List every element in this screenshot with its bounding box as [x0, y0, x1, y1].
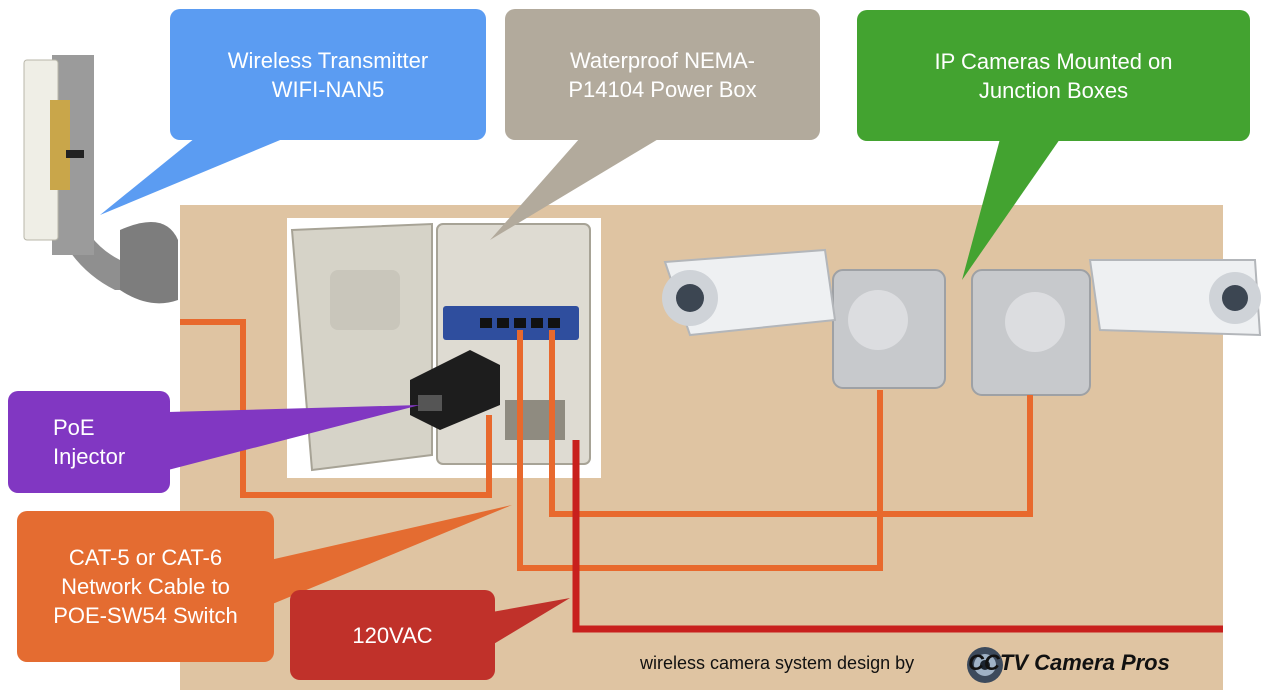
poe-injector-callout: PoE Injector	[8, 391, 170, 493]
power-callout-pointer	[492, 598, 570, 645]
cameras-callout-pointer	[962, 139, 1060, 280]
wireless-callout-line-2: WIFI-NAN5	[271, 76, 385, 102]
credit-text: wireless camera system design by	[640, 652, 915, 673]
wireless-transmitter-image	[23, 55, 179, 304]
wireless-callout-pointer	[100, 138, 285, 215]
poe-switch-image	[443, 306, 579, 340]
poe-callout-line-2: Injector	[53, 444, 126, 469]
power-callout-line-1: 120VAC	[352, 622, 433, 648]
power-box-callout-line-1: Waterproof NEMA-	[569, 47, 755, 73]
power-cable	[572, 440, 1223, 633]
poe-callout-line-1: PoE	[53, 415, 95, 440]
cable-callout-pointer	[270, 505, 512, 605]
cable-callout-line-3: POE-SW54 Switch	[53, 603, 238, 628]
ip-camera-left-image	[662, 248, 946, 389]
network-cables	[180, 319, 1033, 571]
cable-to-transmitter	[180, 319, 492, 498]
power-box-callout-line-2: P14104 Power Box	[568, 76, 757, 102]
poe-injector-image	[410, 350, 500, 430]
power-box-callout: Waterproof NEMA- P14104 Power Box	[505, 9, 820, 140]
wireless-callout-line-1: Wireless Transmitter	[227, 47, 429, 73]
wireless-transmitter-callout: Wireless Transmitter WIFI-NAN5	[170, 9, 486, 140]
cameras-callout-line-1: IP Cameras Mounted on	[934, 48, 1173, 74]
poe-callout-pointer	[168, 405, 420, 470]
power-callout: 120VAC	[290, 590, 495, 680]
brand-name: CCTV Camera Pros	[968, 650, 1170, 675]
network-cable-callout: CAT-5 or CAT-6 Network Cable to POE-SW54…	[17, 511, 274, 662]
design-credit: wireless camera system design by CCTV Ca…	[640, 640, 1170, 686]
power-box-callout-pointer	[490, 138, 660, 240]
cctv-camera-pros-logo-icon	[967, 647, 1003, 683]
cameras-callout-line-2: Junction Boxes	[978, 77, 1129, 103]
cable-to-left-camera	[517, 330, 883, 571]
cable-callout-line-2: Network Cable to	[61, 574, 230, 599]
ip-cameras-callout: IP Cameras Mounted on Junction Boxes	[857, 10, 1250, 141]
cable-to-right-camera	[549, 330, 1033, 517]
ip-camera-right-image	[971, 259, 1262, 396]
cable-callout-line-1: CAT-5 or CAT-6	[68, 545, 223, 570]
